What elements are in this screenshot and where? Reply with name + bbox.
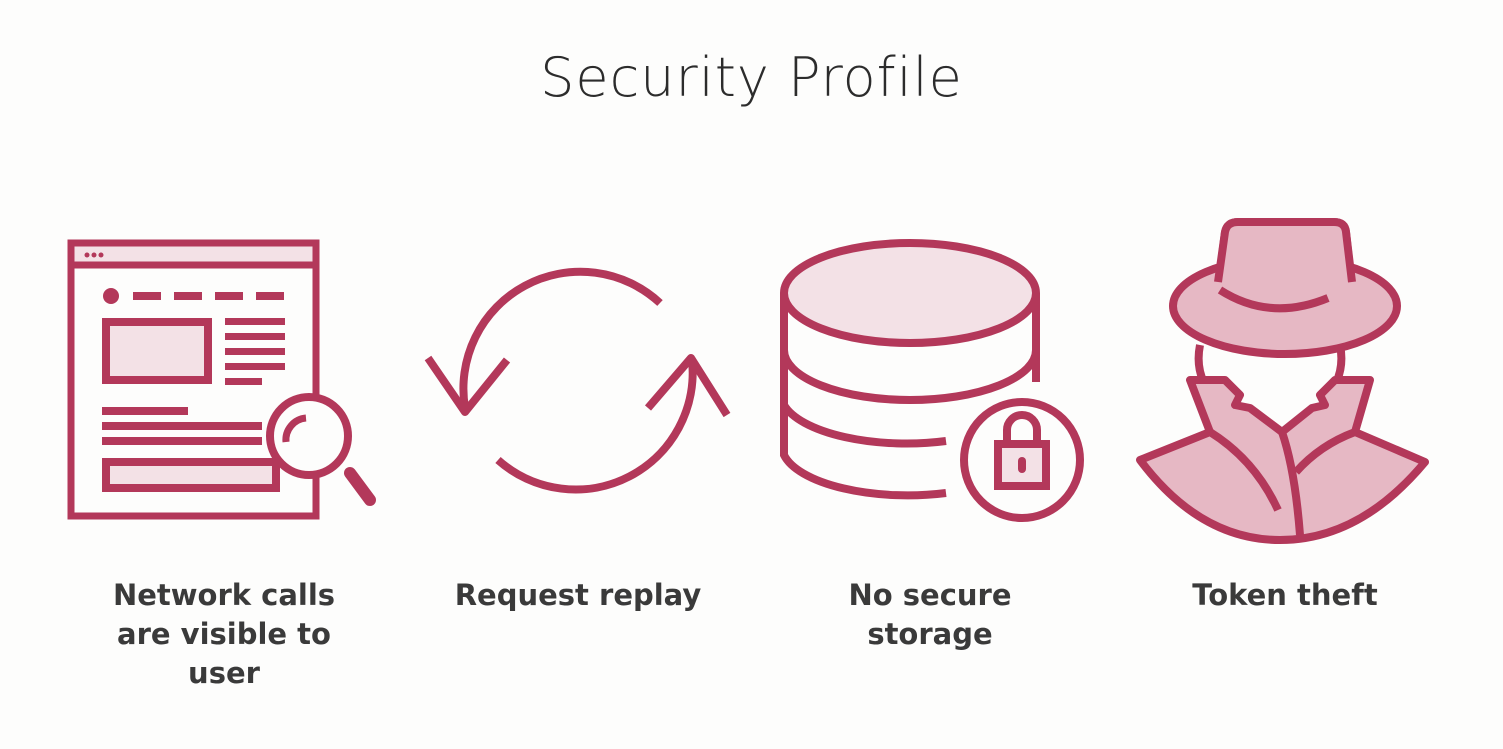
refresh-arrows-icon bbox=[424, 267, 731, 494]
caption-no-secure-storage: No secure storage bbox=[770, 576, 1090, 654]
caption-line: Request replay bbox=[454, 578, 702, 612]
spy-icon bbox=[1136, 218, 1429, 544]
slide-title: Security Profile bbox=[540, 46, 963, 109]
caption-line: Token theft bbox=[1192, 578, 1378, 612]
caption-line: No secure bbox=[848, 578, 1012, 612]
caption-request-replay: Request replay bbox=[418, 576, 738, 615]
caption-line: are visible to bbox=[117, 617, 331, 651]
caption-network-calls: Network calls are visible to user bbox=[64, 576, 384, 693]
caption-line: user bbox=[188, 656, 260, 690]
caption-line: storage bbox=[867, 617, 993, 651]
browser-magnifier-icon bbox=[67, 239, 376, 520]
caption-token-theft: Token theft bbox=[1125, 576, 1445, 615]
caption-line: Network calls bbox=[112, 578, 336, 612]
database-lock-icon bbox=[780, 239, 1084, 522]
